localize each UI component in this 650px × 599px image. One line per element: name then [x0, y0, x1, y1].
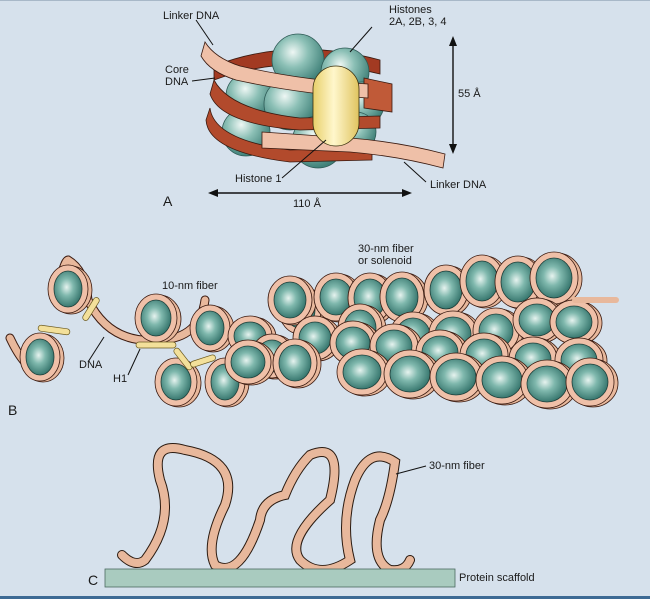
histone-core — [385, 277, 419, 317]
leader-line-core-dna — [191, 77, 216, 82]
nucleosome-bead — [189, 304, 235, 353]
histone-core — [230, 345, 266, 379]
histone-core — [195, 310, 225, 346]
histone-core — [389, 355, 431, 393]
dimension-arrows — [208, 36, 457, 197]
leader-line-histone1 — [281, 139, 327, 179]
arrowhead-up — [449, 36, 457, 46]
nucleosome-illustration — [200, 33, 446, 169]
histone-core — [25, 338, 55, 376]
nucleosome-bead — [423, 264, 473, 317]
leader-line-30nm — [395, 465, 427, 475]
label-30nm-fiber-line1: 30-nm fiber — [358, 243, 414, 255]
label-h1: H1 — [113, 373, 128, 385]
nucleosome-bead — [379, 271, 429, 324]
nucleosome-bead — [224, 339, 276, 386]
h1-linker-bars — [37, 297, 216, 371]
h1-bar — [173, 347, 193, 371]
panel-label-b: B — [8, 402, 18, 418]
leader-line-linker-bottom — [403, 161, 427, 183]
histone-core — [555, 305, 593, 339]
nucleosome-bead — [154, 357, 202, 408]
label-width-dim: 110 Å — [293, 198, 321, 210]
label-histones-line1: Histones — [389, 4, 432, 16]
h1-bar — [82, 297, 100, 321]
histone-core — [481, 361, 523, 399]
arrowhead-down — [449, 144, 457, 154]
leader-line-h1 — [127, 348, 141, 376]
panel-b-leader-lines — [87, 336, 141, 376]
histone-core — [535, 257, 573, 299]
label-dna: DNA — [79, 359, 103, 371]
histone-core — [571, 363, 609, 401]
protein-scaffold — [104, 568, 456, 588]
histone-core — [278, 344, 312, 382]
label-histone-1: Histone 1 — [235, 173, 282, 185]
nucleosome-bead — [19, 332, 65, 383]
panel-label-c: C — [88, 572, 99, 588]
nucleosome-bead — [336, 348, 392, 397]
leader-line-dna — [87, 336, 105, 363]
histone-core — [140, 299, 172, 337]
panel-a-leader-lines — [191, 19, 427, 183]
nucleosome-bead — [134, 293, 182, 344]
histone-core — [429, 270, 463, 310]
histone-core — [465, 260, 499, 302]
arrowhead-left — [208, 189, 218, 197]
histone-core — [273, 281, 307, 319]
histone-core — [53, 270, 83, 308]
fiber-loop — [118, 444, 414, 575]
label-protein-scaffold: Protein scaffold — [459, 572, 535, 584]
label-height-dim: 55 Å — [458, 88, 481, 100]
histone-core — [342, 354, 382, 390]
histone-core — [160, 363, 192, 401]
histone-1-capsule — [312, 65, 360, 147]
panel-label-a: A — [163, 193, 173, 209]
nucleosome-bead — [529, 251, 583, 306]
label-linker-dna-bottom: Linker DNA — [430, 179, 487, 191]
nucleosome-bead — [47, 264, 93, 315]
histone-core — [518, 303, 556, 337]
nucleosome-beads — [19, 251, 619, 410]
nucleosome-bead — [512, 297, 566, 344]
core-dna-ribbon — [205, 107, 373, 163]
nucleosome-bead — [267, 275, 317, 326]
label-histones-line2: 2A, 2B, 3, 4 — [389, 16, 447, 28]
label-30nm-fiber-c: 30-nm fiber — [429, 460, 485, 472]
nucleosome-bead — [475, 355, 533, 406]
histone-core — [526, 365, 568, 403]
leader-line-linker-top — [195, 19, 214, 46]
bottom-border — [0, 596, 650, 599]
label-linker-dna-top: Linker DNA — [163, 10, 220, 22]
top-border — [0, 0, 650, 1]
label-core-dna-line2: DNA — [165, 76, 189, 88]
nucleosome-bead — [565, 357, 619, 408]
label-core-dna-line1: Core — [165, 64, 189, 76]
h1-bar — [190, 354, 216, 368]
linker-dna-ribbon-bottom — [261, 131, 446, 169]
nucleosome-bead — [383, 349, 441, 400]
h1-bar — [135, 341, 177, 349]
leader-line-histones — [349, 26, 373, 53]
histone-core — [435, 358, 477, 396]
nucleosome-bead — [272, 338, 322, 389]
label-30nm-fiber-line2: or solenoid — [358, 255, 412, 267]
nucleosome-bead — [549, 299, 603, 346]
arrowhead-right — [402, 189, 412, 197]
nucleosome-bead — [429, 352, 487, 403]
thirty-nm-fiber-loops — [117, 443, 415, 576]
label-10nm-fiber: 10-nm fiber — [162, 280, 218, 292]
h1-bar — [37, 324, 71, 336]
